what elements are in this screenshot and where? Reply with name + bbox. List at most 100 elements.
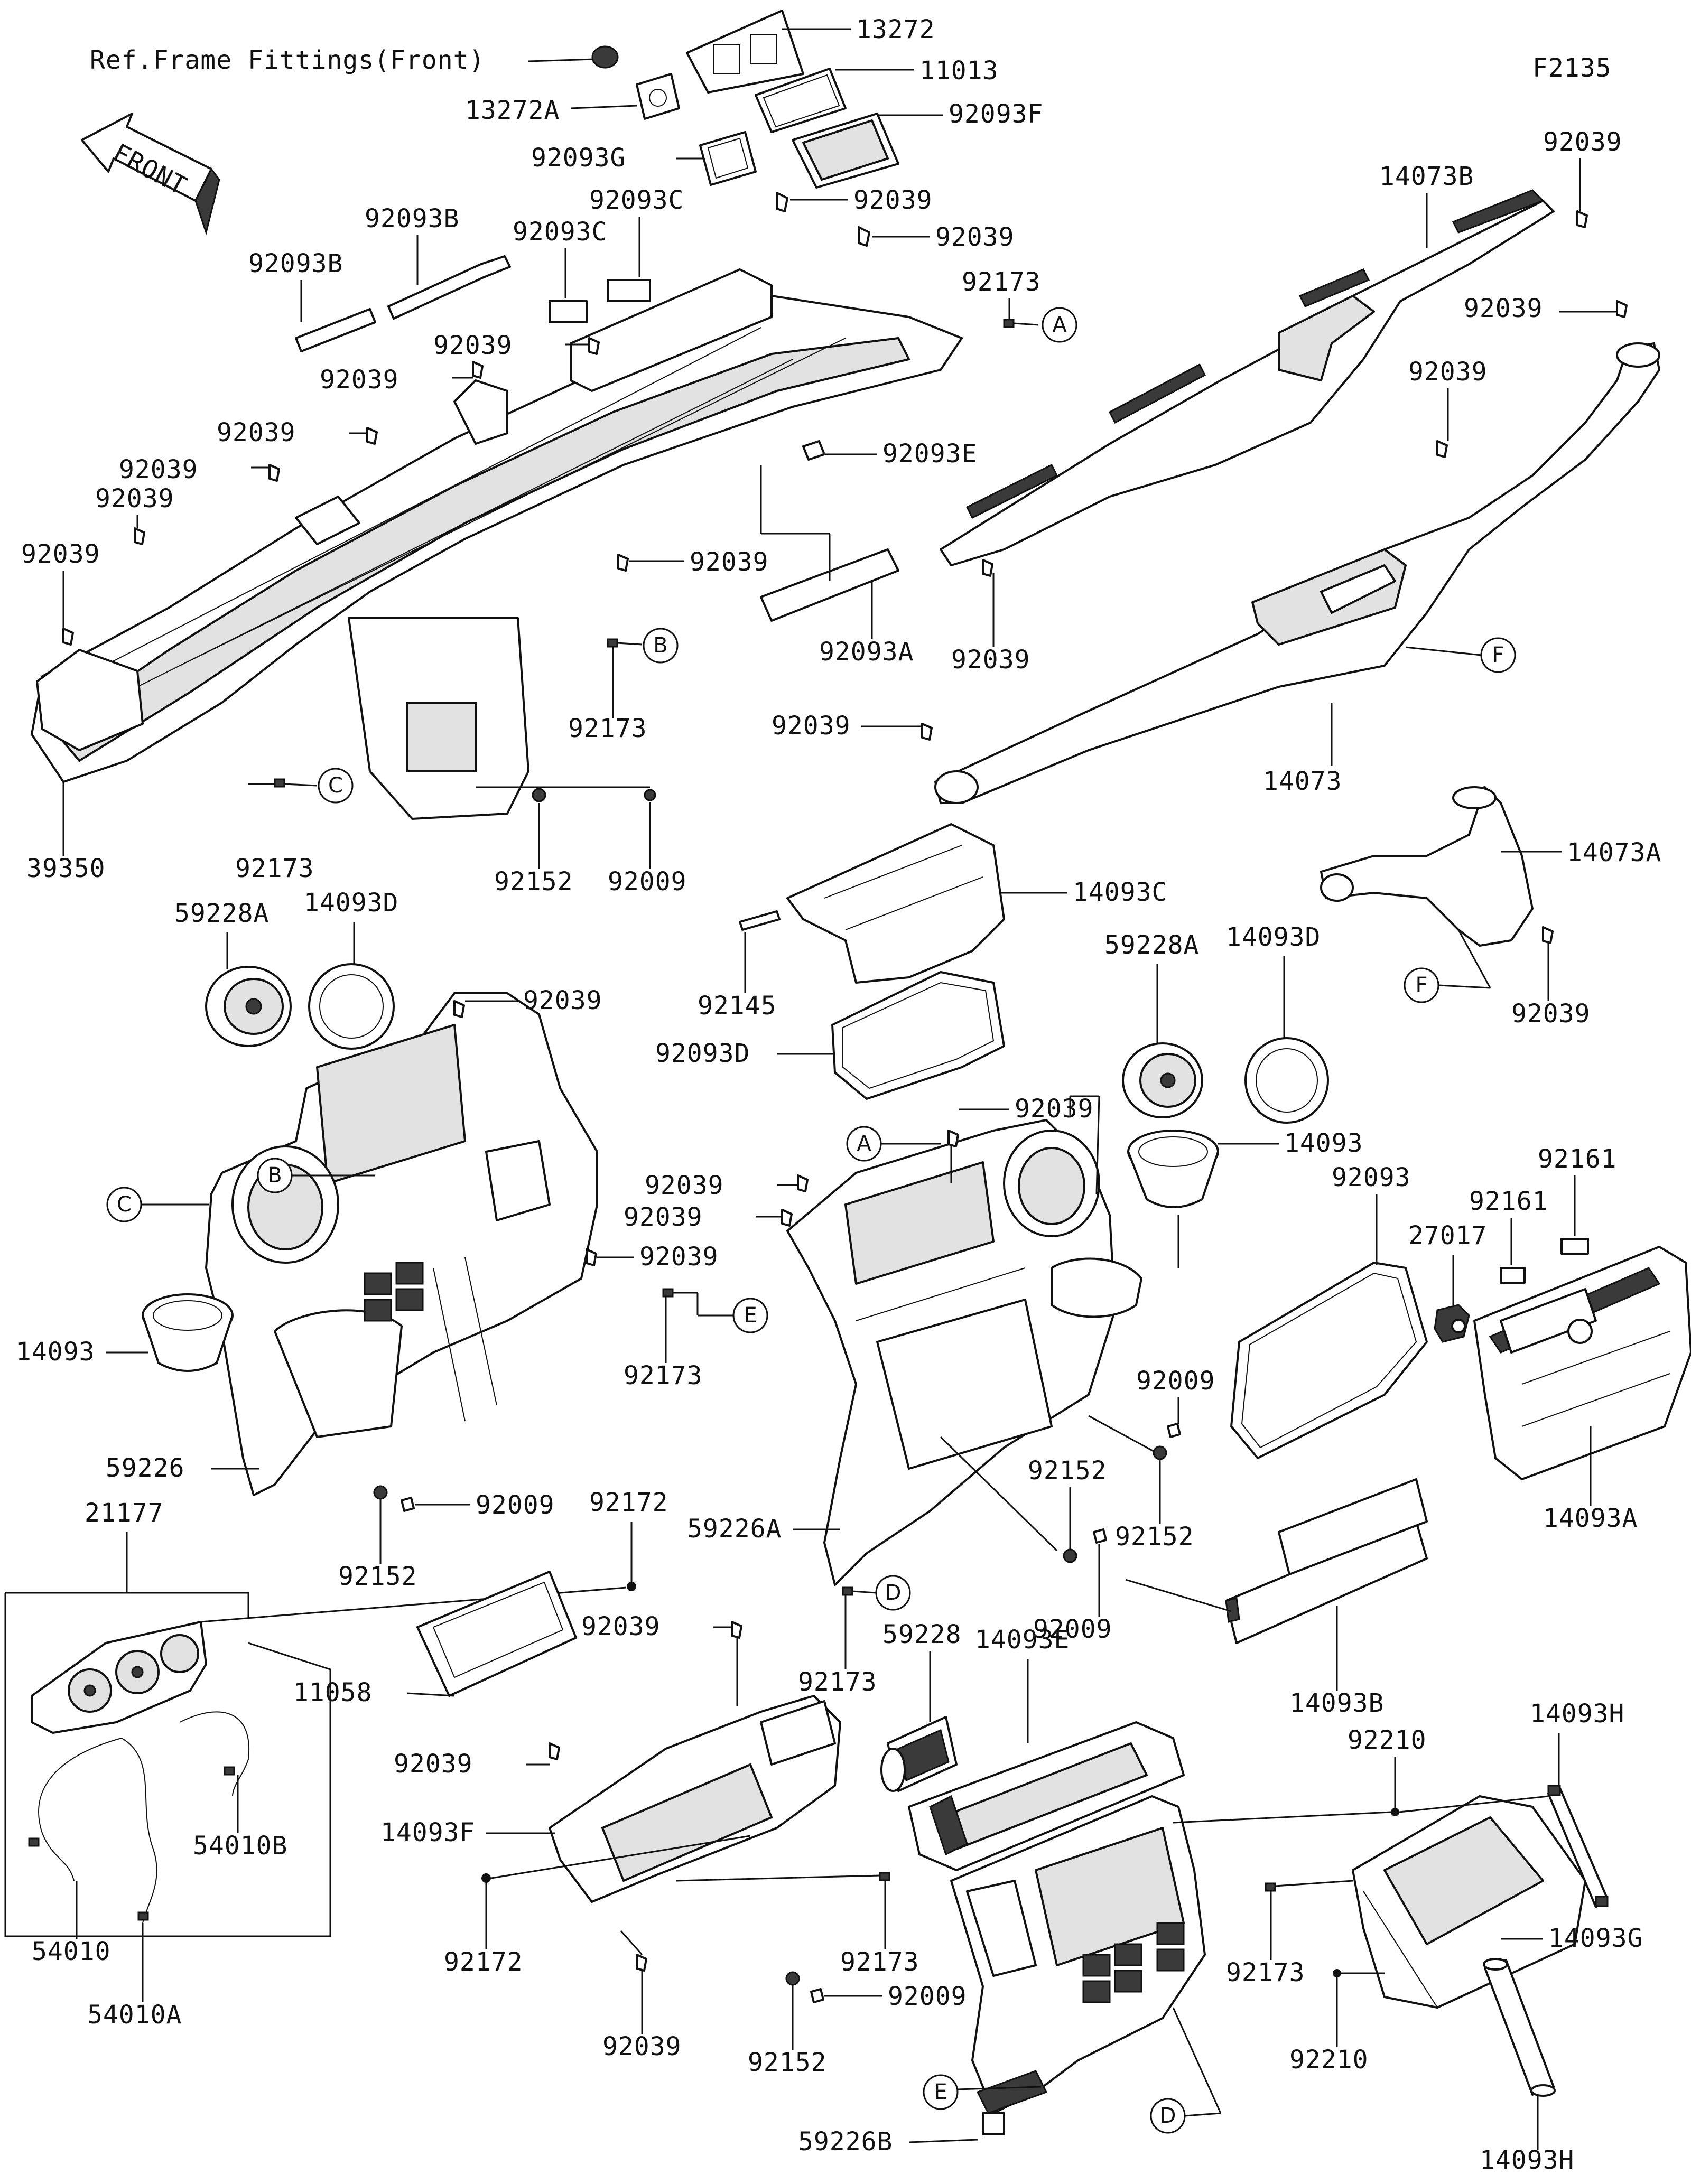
label-92009-c: 92009 — [1033, 1614, 1112, 1644]
svg-text:E: E — [744, 1303, 757, 1328]
seal-92093B-part — [295, 255, 511, 352]
label-92210-a: 92210 — [1348, 1725, 1427, 1755]
label-92039-d: 92039 — [320, 365, 399, 395]
clip-92173-lower-icon — [879, 1872, 890, 1881]
svg-text:A: A — [1052, 313, 1067, 337]
label-92039-w: 92039 — [602, 2032, 682, 2061]
ref-E-mid: E — [732, 1298, 768, 1333]
label-14093D-right: 14093D — [1226, 922, 1321, 952]
ref-F-bottom: F — [1404, 967, 1439, 1003]
grommet-13272A-part — [591, 45, 680, 120]
seal-92093A-part — [760, 548, 899, 622]
screw-92145-icon — [739, 910, 781, 931]
label-92152-a: 92152 — [494, 867, 573, 897]
ref-C-mid: C — [106, 1187, 142, 1222]
seal-92093C-part — [549, 279, 651, 323]
clip-92172-top-icon — [627, 1582, 636, 1591]
clip-92039-lower-c-icon — [636, 1954, 647, 1972]
label-92039-s: 92039 — [645, 1171, 724, 1200]
seal-92093E-part — [802, 440, 825, 461]
duct-14073A-part — [1320, 786, 1534, 947]
svg-text:E: E — [934, 2080, 947, 2104]
label-27017: 27017 — [1408, 1221, 1488, 1250]
seal-92093F-part — [792, 113, 899, 189]
label-92093G: 92093G — [531, 143, 626, 173]
label-92093D: 92093D — [655, 1039, 750, 1068]
ref-leader — [528, 58, 595, 62]
seal-92093-part — [1230, 1262, 1428, 1459]
label-14093H-a: 14093H — [1530, 1699, 1624, 1729]
ring-14093D-left-part — [308, 963, 395, 1050]
harness-54010-part — [28, 1711, 250, 1924]
label-14093C: 14093C — [1073, 878, 1167, 907]
svg-text:D: D — [885, 1581, 902, 1605]
grommet-92152-center-a-icon — [1063, 1548, 1077, 1563]
label-92039-a: 92039 — [853, 185, 933, 215]
label-54010A: 54010A — [87, 2000, 182, 2030]
seal-11013-part — [755, 68, 847, 133]
clip-92039-top-icon — [776, 192, 870, 247]
cupholder-14093-right-part — [1127, 1130, 1219, 1208]
clip-92039-leftpanel-a-icon — [453, 1000, 465, 1018]
label-92093F: 92093F — [949, 99, 1043, 129]
label-92173-a: 92173 — [962, 267, 1041, 297]
clip-92039-lower-a-icon — [731, 1621, 742, 1639]
switch-27017-part — [1434, 1304, 1470, 1343]
label-14093H-b: 14093H — [1480, 2145, 1574, 2175]
label-92039-e: 92039 — [217, 418, 296, 447]
label-92173-g: 92173 — [1226, 1958, 1305, 1987]
svg-text:F: F — [1415, 973, 1427, 997]
svg-text:C: C — [117, 1192, 132, 1217]
meter-assembly-box — [4, 1592, 331, 1937]
ref-F-top: F — [1480, 637, 1516, 673]
label-59226B: 59226B — [798, 2127, 893, 2157]
label-92009-e: 92009 — [888, 1982, 967, 2011]
clip-92039-duct-icons — [921, 210, 1628, 741]
ring-14093D-right-part — [1244, 1037, 1329, 1124]
label-92039-t: 92039 — [624, 1202, 703, 1232]
label-92152-d: 92152 — [1115, 1522, 1194, 1552]
vent-59228A-left-part — [205, 966, 292, 1047]
panel-14093F-part — [549, 1695, 841, 1903]
bracket-11058-part — [416, 1571, 577, 1697]
dash-panel-59226A-part — [786, 1119, 1142, 1586]
screw-92009-lower-icon — [810, 1988, 824, 2003]
screw-92009-center-icon — [1093, 1528, 1107, 1544]
dash-panel-59226-part — [205, 992, 598, 1496]
label-59226A: 59226A — [687, 1514, 782, 1544]
ref-A-mid: A — [846, 1126, 882, 1162]
clip-92172-lower-icon — [481, 1873, 491, 1883]
screw-92009-left-icon — [401, 1497, 415, 1512]
seal-92093G-part — [699, 131, 757, 186]
label-92039-i: 92039 — [690, 547, 769, 577]
label-92039-g: 92039 — [95, 484, 174, 514]
label-14093-left: 14093 — [16, 1337, 95, 1367]
dash-frame-39350-part — [31, 268, 963, 820]
label-92172-a: 92172 — [589, 1488, 668, 1517]
grommet-92152-lower-icon — [785, 1971, 800, 1986]
vent-59228A-right-part — [1122, 1042, 1203, 1118]
label-13272A: 13272A — [465, 96, 560, 125]
label-14093F: 14093F — [380, 1818, 475, 1847]
cupholder-14093-left-part — [142, 1293, 234, 1372]
label-92009-a: 92009 — [608, 867, 687, 897]
label-92173-d: 92173 — [624, 1361, 703, 1390]
bezel-14093E-part — [908, 1721, 1185, 1871]
label-14093-right: 14093 — [1284, 1128, 1363, 1158]
grommet-92152-center-b-icon — [1153, 1445, 1167, 1460]
svg-text:C: C — [328, 773, 343, 798]
figure-code: F2135 — [1532, 53, 1612, 83]
ref-A-top: A — [1042, 307, 1077, 343]
vent-59228-part — [880, 1716, 958, 1792]
label-92039-c: 92039 — [433, 331, 513, 360]
panel-59226B-part — [950, 1795, 1206, 2135]
label-92161-b: 92161 — [1538, 1144, 1617, 1174]
label-92152-c: 92152 — [1028, 1456, 1107, 1486]
label-14073: 14073 — [1263, 767, 1342, 796]
label-92039-l: 92039 — [1408, 357, 1488, 387]
label-92039-u: 92039 — [581, 1612, 661, 1641]
label-11013: 11013 — [919, 56, 999, 86]
grommet-92152-left-icon — [373, 1485, 388, 1500]
trim-14093H-bottom-part — [1483, 1958, 1556, 2097]
label-92039-k: 92039 — [1464, 294, 1543, 323]
